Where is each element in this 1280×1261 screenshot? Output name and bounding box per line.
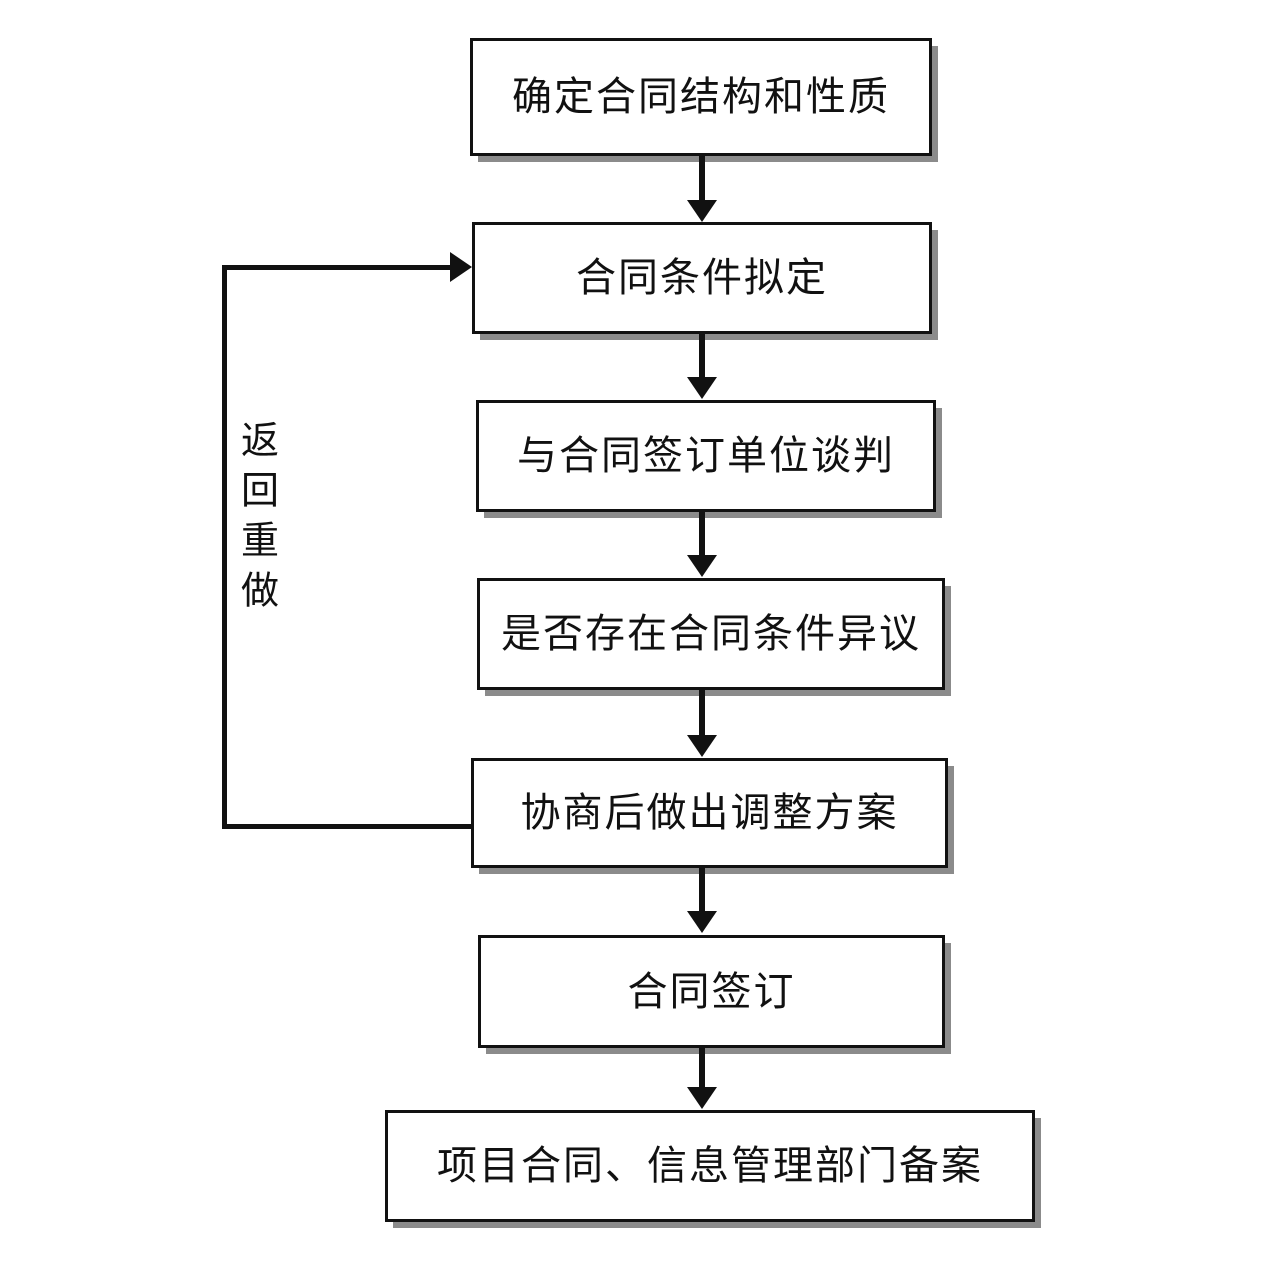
- flow-node-3-label: 与合同签订单位谈判: [517, 433, 895, 479]
- connector-line-6-7: [699, 1048, 705, 1090]
- connector-line-1-2: [699, 156, 705, 204]
- feedback-line-top: [222, 265, 452, 270]
- flow-node-7-label: 项目合同、信息管理部门备案: [437, 1143, 983, 1189]
- flow-node-4[interactable]: 是否存在合同条件异议: [477, 578, 945, 690]
- flow-node-5-label: 协商后做出调整方案: [520, 790, 899, 836]
- flow-node-2[interactable]: 合同条件拟定: [472, 222, 932, 334]
- flow-node-6[interactable]: 合同签订: [478, 935, 945, 1048]
- feedback-loop-label: 返回重做: [234, 420, 279, 620]
- connector-line-5-6: [699, 868, 705, 914]
- connector-arrowhead-2-3: [687, 377, 717, 399]
- connector-arrowhead-3-4: [687, 555, 717, 577]
- connector-arrowhead-5-6: [687, 911, 717, 933]
- flow-node-4-label: 是否存在合同条件异议: [501, 611, 921, 657]
- flow-node-5[interactable]: 协商后做出调整方案: [471, 758, 948, 868]
- connector-arrowhead-1-2: [687, 200, 717, 222]
- connector-arrowhead-6-7: [687, 1087, 717, 1109]
- connector-arrowhead-4-5: [687, 735, 717, 757]
- feedback-line-vertical: [222, 265, 227, 829]
- flow-node-1[interactable]: 确定合同结构和性质: [470, 38, 932, 156]
- flow-node-3[interactable]: 与合同签订单位谈判: [476, 400, 936, 512]
- connector-line-2-3: [699, 334, 705, 380]
- feedback-line-bottom: [222, 824, 474, 829]
- flow-node-7[interactable]: 项目合同、信息管理部门备案: [385, 1110, 1035, 1222]
- flow-node-6-label: 合同签订: [627, 968, 796, 1015]
- connector-line-4-5: [699, 690, 705, 738]
- connector-line-3-4: [699, 512, 705, 558]
- feedback-arrowhead: [450, 252, 472, 282]
- flow-node-1-label: 确定合同结构和性质: [512, 74, 890, 120]
- flow-node-2-label: 合同条件拟定: [576, 255, 828, 301]
